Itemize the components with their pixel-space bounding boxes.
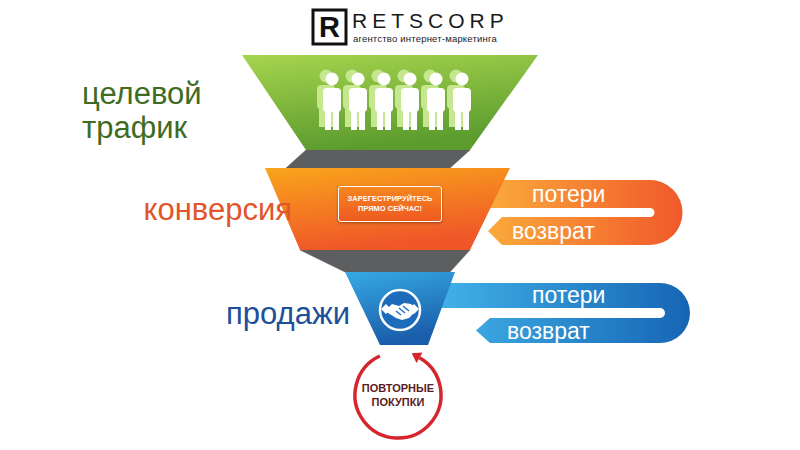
brand-tagline: агентство интернет-маркетинга xyxy=(353,33,497,45)
flow-label: потери xyxy=(532,282,605,308)
logo-frame xyxy=(313,10,346,44)
funnel-outline xyxy=(242,55,538,150)
stage-label: конверсия xyxy=(144,192,292,228)
stage-label: целевой трафик xyxy=(82,77,232,145)
funnel-stage: целевой трафик xyxy=(242,55,538,150)
cycle-arrow xyxy=(350,349,446,441)
handshake-icon xyxy=(380,290,420,330)
loss-return-ribbon xyxy=(478,180,683,245)
funnel-link xyxy=(300,250,470,272)
repeat-cycle: ПОВТОРНЫЕ ПОКУПКИ xyxy=(350,349,446,441)
logo-mark: R xyxy=(313,10,346,44)
funnel-stage: продажи xyxy=(345,272,455,345)
stage-label: продажи xyxy=(226,296,350,332)
flow-label: возврат xyxy=(507,318,590,344)
funnel-outline xyxy=(345,272,455,345)
funnel-link xyxy=(286,150,470,168)
node-text: ЗАРЕГЕСТРИРУЙТЕСЬ ПРЯМО СЕЙЧАС! xyxy=(339,187,441,221)
flow-label: возврат xyxy=(512,217,595,245)
people-icons xyxy=(317,70,471,131)
funnel-stage: конверсияЗАРЕГЕСТРИРУЙТЕСЬ ПРЯМО СЕЙЧАС! xyxy=(265,168,510,250)
node-text: ПОВТОРНЫЕ ПОКУПКИ xyxy=(350,349,446,441)
loss-return-ribbon xyxy=(440,283,690,343)
cta-button: ЗАРЕГЕСТРИРУЙТЕСЬ ПРЯМО СЕЙЧАС! xyxy=(338,186,442,222)
brand-name: RETSCORP xyxy=(352,9,509,33)
flow-label: потери xyxy=(532,180,605,208)
